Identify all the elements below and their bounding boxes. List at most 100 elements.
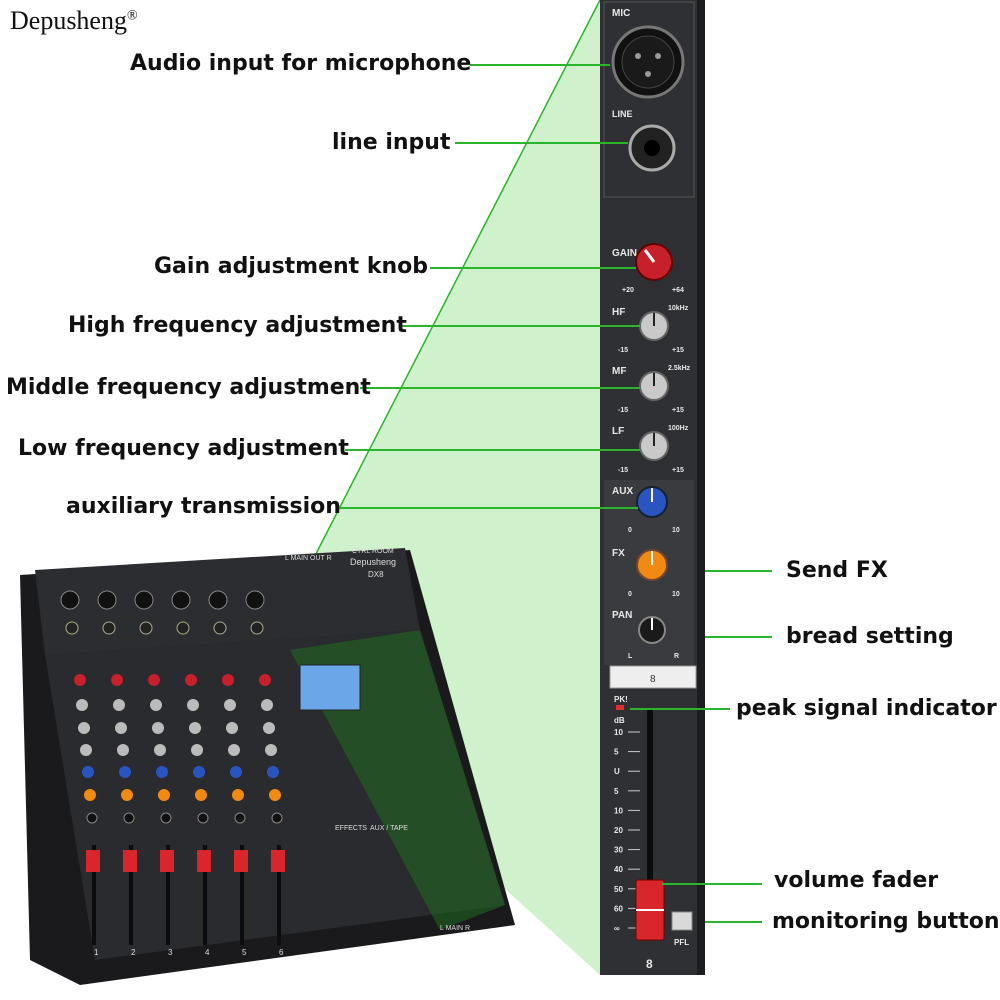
mixer-gain-knob bbox=[111, 674, 123, 686]
mixer-fader-track bbox=[166, 845, 170, 945]
mixer-line-jack bbox=[65, 621, 79, 635]
db-label: dB bbox=[614, 716, 625, 725]
gain-knob-pointer bbox=[643, 249, 656, 263]
xlr-pin bbox=[635, 53, 641, 59]
hf-label: HF bbox=[612, 307, 625, 318]
mixer-fx-knob bbox=[195, 789, 207, 801]
lf-label: LF bbox=[612, 426, 624, 437]
mixer-line-jack bbox=[102, 621, 116, 635]
beam-edge-left bbox=[281, 0, 601, 621]
fader-scale-label: 60 bbox=[614, 904, 623, 913]
mic-label: MIC bbox=[612, 8, 630, 19]
callout-line: line input bbox=[332, 130, 451, 155]
mixer-aux-knob bbox=[119, 766, 131, 778]
mixer-fader-track bbox=[129, 845, 133, 945]
channel-strip: MIC LINE GAIN +20 +64 HF 10kHz -15 +15 M… bbox=[600, 0, 705, 975]
mixer-pan-knob bbox=[271, 812, 283, 824]
mixer-lf-knob bbox=[265, 744, 277, 756]
channel-tag-text: 8 bbox=[650, 674, 656, 685]
mixer-line-jack bbox=[176, 621, 190, 635]
mixer-xlr-jack bbox=[134, 590, 154, 610]
mixer-hf-knob bbox=[224, 699, 236, 711]
mixer-aux-tape-label: AUX / TAPE bbox=[370, 825, 408, 832]
fader-scale-label: 30 bbox=[614, 846, 623, 855]
xlr-pin bbox=[655, 53, 661, 59]
fader-scale-label: U bbox=[614, 767, 620, 776]
mixer-gain-knob bbox=[74, 674, 86, 686]
lf-min: -15 bbox=[618, 467, 628, 474]
callout-fader: volume fader bbox=[774, 868, 939, 893]
fader-track bbox=[647, 710, 653, 940]
aux-label: AUX bbox=[612, 486, 633, 497]
mixer-fx-knob bbox=[121, 789, 133, 801]
projection-beam bbox=[282, 0, 600, 975]
channel-tag bbox=[609, 665, 697, 689]
mixer-aux-knob bbox=[193, 766, 205, 778]
mixer-gain-knob bbox=[185, 674, 197, 686]
pfl-button[interactable] bbox=[671, 911, 693, 931]
mixer-channel-number: 4 bbox=[205, 948, 210, 957]
mixer-xlr-jack bbox=[60, 590, 80, 610]
mixer-fader-cap bbox=[123, 850, 137, 872]
brand-logo: Depusheng® bbox=[10, 6, 138, 36]
brand-name: Depusheng bbox=[10, 6, 127, 35]
mixer-lf-knob bbox=[117, 744, 129, 756]
fader-scale-label: ∞ bbox=[614, 924, 620, 933]
fx-min: 0 bbox=[628, 591, 632, 598]
mixer-hf-knob bbox=[113, 699, 125, 711]
gain-max: +64 bbox=[672, 287, 684, 294]
leader-lines bbox=[340, 64, 772, 923]
mixer-pan-knob bbox=[123, 812, 135, 824]
gain-label: GAIN bbox=[612, 248, 637, 259]
mixer-effects-label: EFFECTS bbox=[335, 825, 367, 832]
mixer-aux-knob bbox=[156, 766, 168, 778]
mixer-mf-knob bbox=[263, 722, 275, 734]
mixer-line-jack bbox=[139, 621, 153, 635]
mixer-mf-knob bbox=[78, 722, 90, 734]
aux-min: 0 bbox=[628, 527, 632, 534]
fader-scale-label: 5 bbox=[614, 748, 619, 757]
peak-label: PK! bbox=[614, 695, 628, 704]
mixer-line-jack bbox=[213, 621, 227, 635]
callout-gain: Gain adjustment knob bbox=[154, 254, 429, 279]
brand-mark: ® bbox=[126, 8, 138, 24]
mixer-fader-cap bbox=[271, 850, 285, 872]
callout-lf: Low frequency adjustment bbox=[18, 436, 349, 461]
mixer-line-jack bbox=[250, 621, 264, 635]
mixer-aux-knob bbox=[82, 766, 94, 778]
mf-freq: 2.5kHz bbox=[668, 365, 691, 372]
mixer-fx-knob bbox=[84, 789, 96, 801]
mixer-lf-knob bbox=[80, 744, 92, 756]
mixer-pan-knob bbox=[86, 812, 98, 824]
aux-max: 10 bbox=[672, 527, 680, 534]
xlr-jack-inner bbox=[621, 35, 675, 89]
mixer-pan-knob bbox=[160, 812, 172, 824]
callout-fx: Send FX bbox=[786, 558, 888, 583]
mixer-gain-knob bbox=[259, 674, 271, 686]
mixer-channel-number: 6 bbox=[279, 948, 284, 957]
hf-min: -15 bbox=[618, 347, 628, 354]
mixer-mf-knob bbox=[226, 722, 238, 734]
pan-left: L bbox=[628, 653, 633, 660]
mixer-ctrl-room: CTRL ROOM bbox=[352, 548, 394, 555]
hf-freq: 10kHz bbox=[668, 305, 689, 312]
strip-edge bbox=[697, 0, 705, 975]
mixer-fader-cap bbox=[160, 850, 174, 872]
mixer-fx-knob bbox=[158, 789, 170, 801]
mixer-fx-knob bbox=[269, 789, 281, 801]
mixer-fader-track bbox=[92, 845, 96, 945]
mixer-hf-knob bbox=[76, 699, 88, 711]
pfl-label: PFL bbox=[674, 938, 689, 947]
mixer-channel-number: 2 bbox=[131, 948, 136, 957]
input-section bbox=[603, 1, 695, 198]
pan-right: R bbox=[674, 653, 679, 660]
fader-scale-label: 50 bbox=[614, 885, 623, 894]
mixer-fader-cap bbox=[86, 850, 100, 872]
mixer-xlr-jack bbox=[208, 590, 228, 610]
hf-max: +15 bbox=[672, 347, 684, 354]
mixer-hf-knob bbox=[187, 699, 199, 711]
mf-min: -15 bbox=[618, 407, 628, 414]
